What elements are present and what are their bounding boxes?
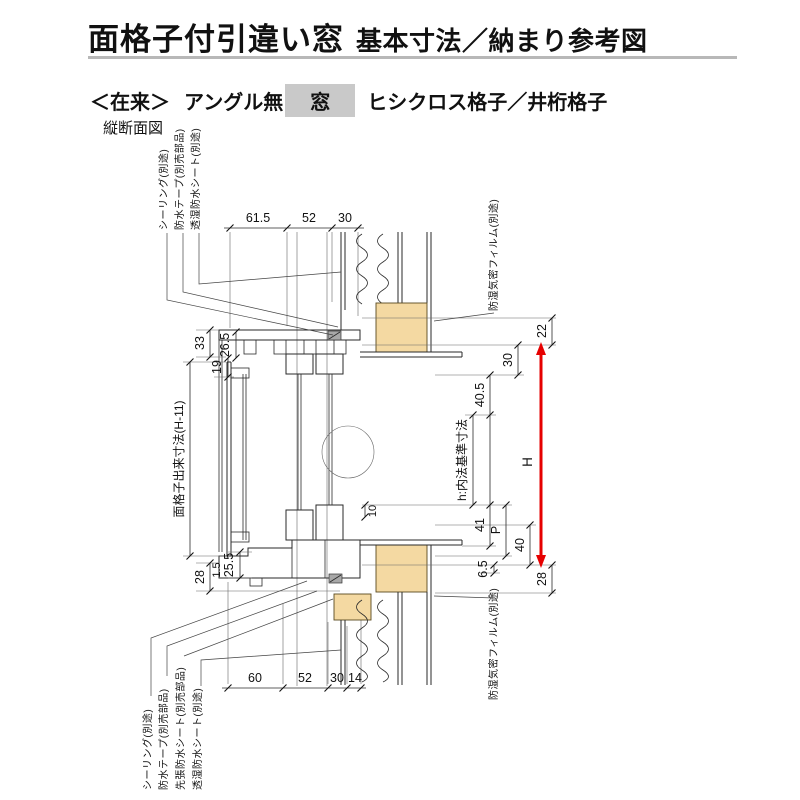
section-view-label: 縦断面図 xyxy=(103,120,164,137)
dim-40: 40 xyxy=(513,538,527,552)
dim-top-2: 52 xyxy=(302,211,316,225)
grille-bracket-top xyxy=(230,367,250,379)
pane-centerlines xyxy=(296,232,328,686)
outer-sash-bottom-rail xyxy=(285,509,314,541)
dim-30: 30 xyxy=(501,353,515,367)
spec-window-badge: 窓 xyxy=(285,84,356,117)
height-arrow: H xyxy=(520,342,546,568)
spec-angle: アングル無 xyxy=(184,92,284,114)
H-arrow-head-bottom xyxy=(536,555,546,568)
wood-lintel-block xyxy=(375,302,428,353)
dim-41: 41 xyxy=(473,518,487,532)
grille-bracket-bottom xyxy=(230,531,250,543)
header: 面格子付引違い窓 基本寸法／納まり参考図 xyxy=(88,14,648,59)
dim-28-right: 28 xyxy=(535,572,549,586)
dim-H: H xyxy=(520,457,535,467)
dim-22: 22 xyxy=(535,324,549,338)
callout-tape-bottom: 防水テープ(別売部品) xyxy=(157,688,170,790)
callout-sakibari-bottom: 先張防水シート(別売部品) xyxy=(174,667,187,790)
spec-tradition: ＜在来＞ xyxy=(90,92,170,114)
wood-sill-block xyxy=(375,544,428,593)
page-title-sub: 基本寸法／納まり参考図 xyxy=(356,26,648,56)
callout-film-top: 防湿気密フィルム(別途) xyxy=(487,199,500,311)
dim-19: 19 xyxy=(210,360,224,374)
top-dimension-line: 61.5 52 30 xyxy=(224,211,364,328)
callout-tape-top: 防水テープ(別売部品) xyxy=(173,128,186,230)
window-frame-section xyxy=(218,329,375,587)
dim-6-5: 6.5 xyxy=(476,560,490,577)
dim-P: P xyxy=(489,526,503,534)
head-frame xyxy=(218,329,361,341)
dim-28-left: 28 xyxy=(193,570,207,584)
insulation-hatch-top xyxy=(356,233,389,305)
dim-26-5: 26.5 xyxy=(218,333,232,357)
dim-bottom-2: 52 xyxy=(298,671,312,685)
bottom-dimension-line: 60 52 30 14 xyxy=(222,582,366,692)
dim-top-1: 61.5 xyxy=(246,211,270,225)
detail-circle xyxy=(321,425,375,479)
inner-sash-bottom-rail xyxy=(315,504,344,541)
callout-sealing-bottom: シーリング(別途) xyxy=(141,709,154,790)
dim-1-5: 1.5 xyxy=(211,562,223,577)
page-title: 面格子付引違い窓 xyxy=(88,22,344,57)
callout-film-bottom: 防湿気密フィルム(別途) xyxy=(487,588,500,700)
wood-sill-ledge xyxy=(333,593,372,621)
callout-sheet-top: 透湿防水シート(別途) xyxy=(189,128,202,230)
callout-sealing-top: シーリング(別途) xyxy=(157,149,170,230)
insulation-hatch-bottom xyxy=(356,599,389,683)
dim-h-inner-label: h:内法基準寸法 xyxy=(454,419,469,501)
dim-bottom-1: 60 xyxy=(248,671,262,685)
dim-bottom-3: 30 xyxy=(330,671,344,685)
dim-25-5: 25.5 xyxy=(222,553,236,577)
dim-33: 33 xyxy=(193,336,207,350)
wall-section-top xyxy=(340,232,432,353)
dim-bottom-4: 14 xyxy=(348,671,362,685)
dim-top-3: 30 xyxy=(338,211,352,225)
H-arrow-head-top xyxy=(536,342,546,355)
right-dimension-chains: 22 30 40.5 h:内法基準寸法 41 P 40 6.5 28 10 xyxy=(361,314,556,597)
spec-line: ＜在来＞ アングル無 窓 ヒシクロス格子／井桁格子 xyxy=(90,84,607,117)
grille-height-label: 面格子出来寸法(H-11) xyxy=(171,400,186,517)
face-grille-section xyxy=(226,361,250,557)
callout-sheet-bottom: 透湿防水シート(別途) xyxy=(191,688,204,790)
callout-labels: シーリング(別途) 防水テープ(別売部品) 透湿防水シート(別途) 防湿気密フィ… xyxy=(141,128,500,790)
inner-sash-top-rail xyxy=(315,353,344,375)
outer-sash-top-rail xyxy=(285,353,314,375)
interior-trim xyxy=(360,351,463,546)
dim-40-5: 40.5 xyxy=(473,383,487,407)
dim-10: 10 xyxy=(367,505,379,517)
left-dimension-chains: 33 26.5 19 28 1.5 25.5 面格子出来寸法(H-11) xyxy=(171,326,340,595)
wall-section-bottom xyxy=(333,544,432,685)
header-rule xyxy=(88,56,737,59)
spec-lattice: ヒシクロス格子／井桁格子 xyxy=(367,92,608,114)
